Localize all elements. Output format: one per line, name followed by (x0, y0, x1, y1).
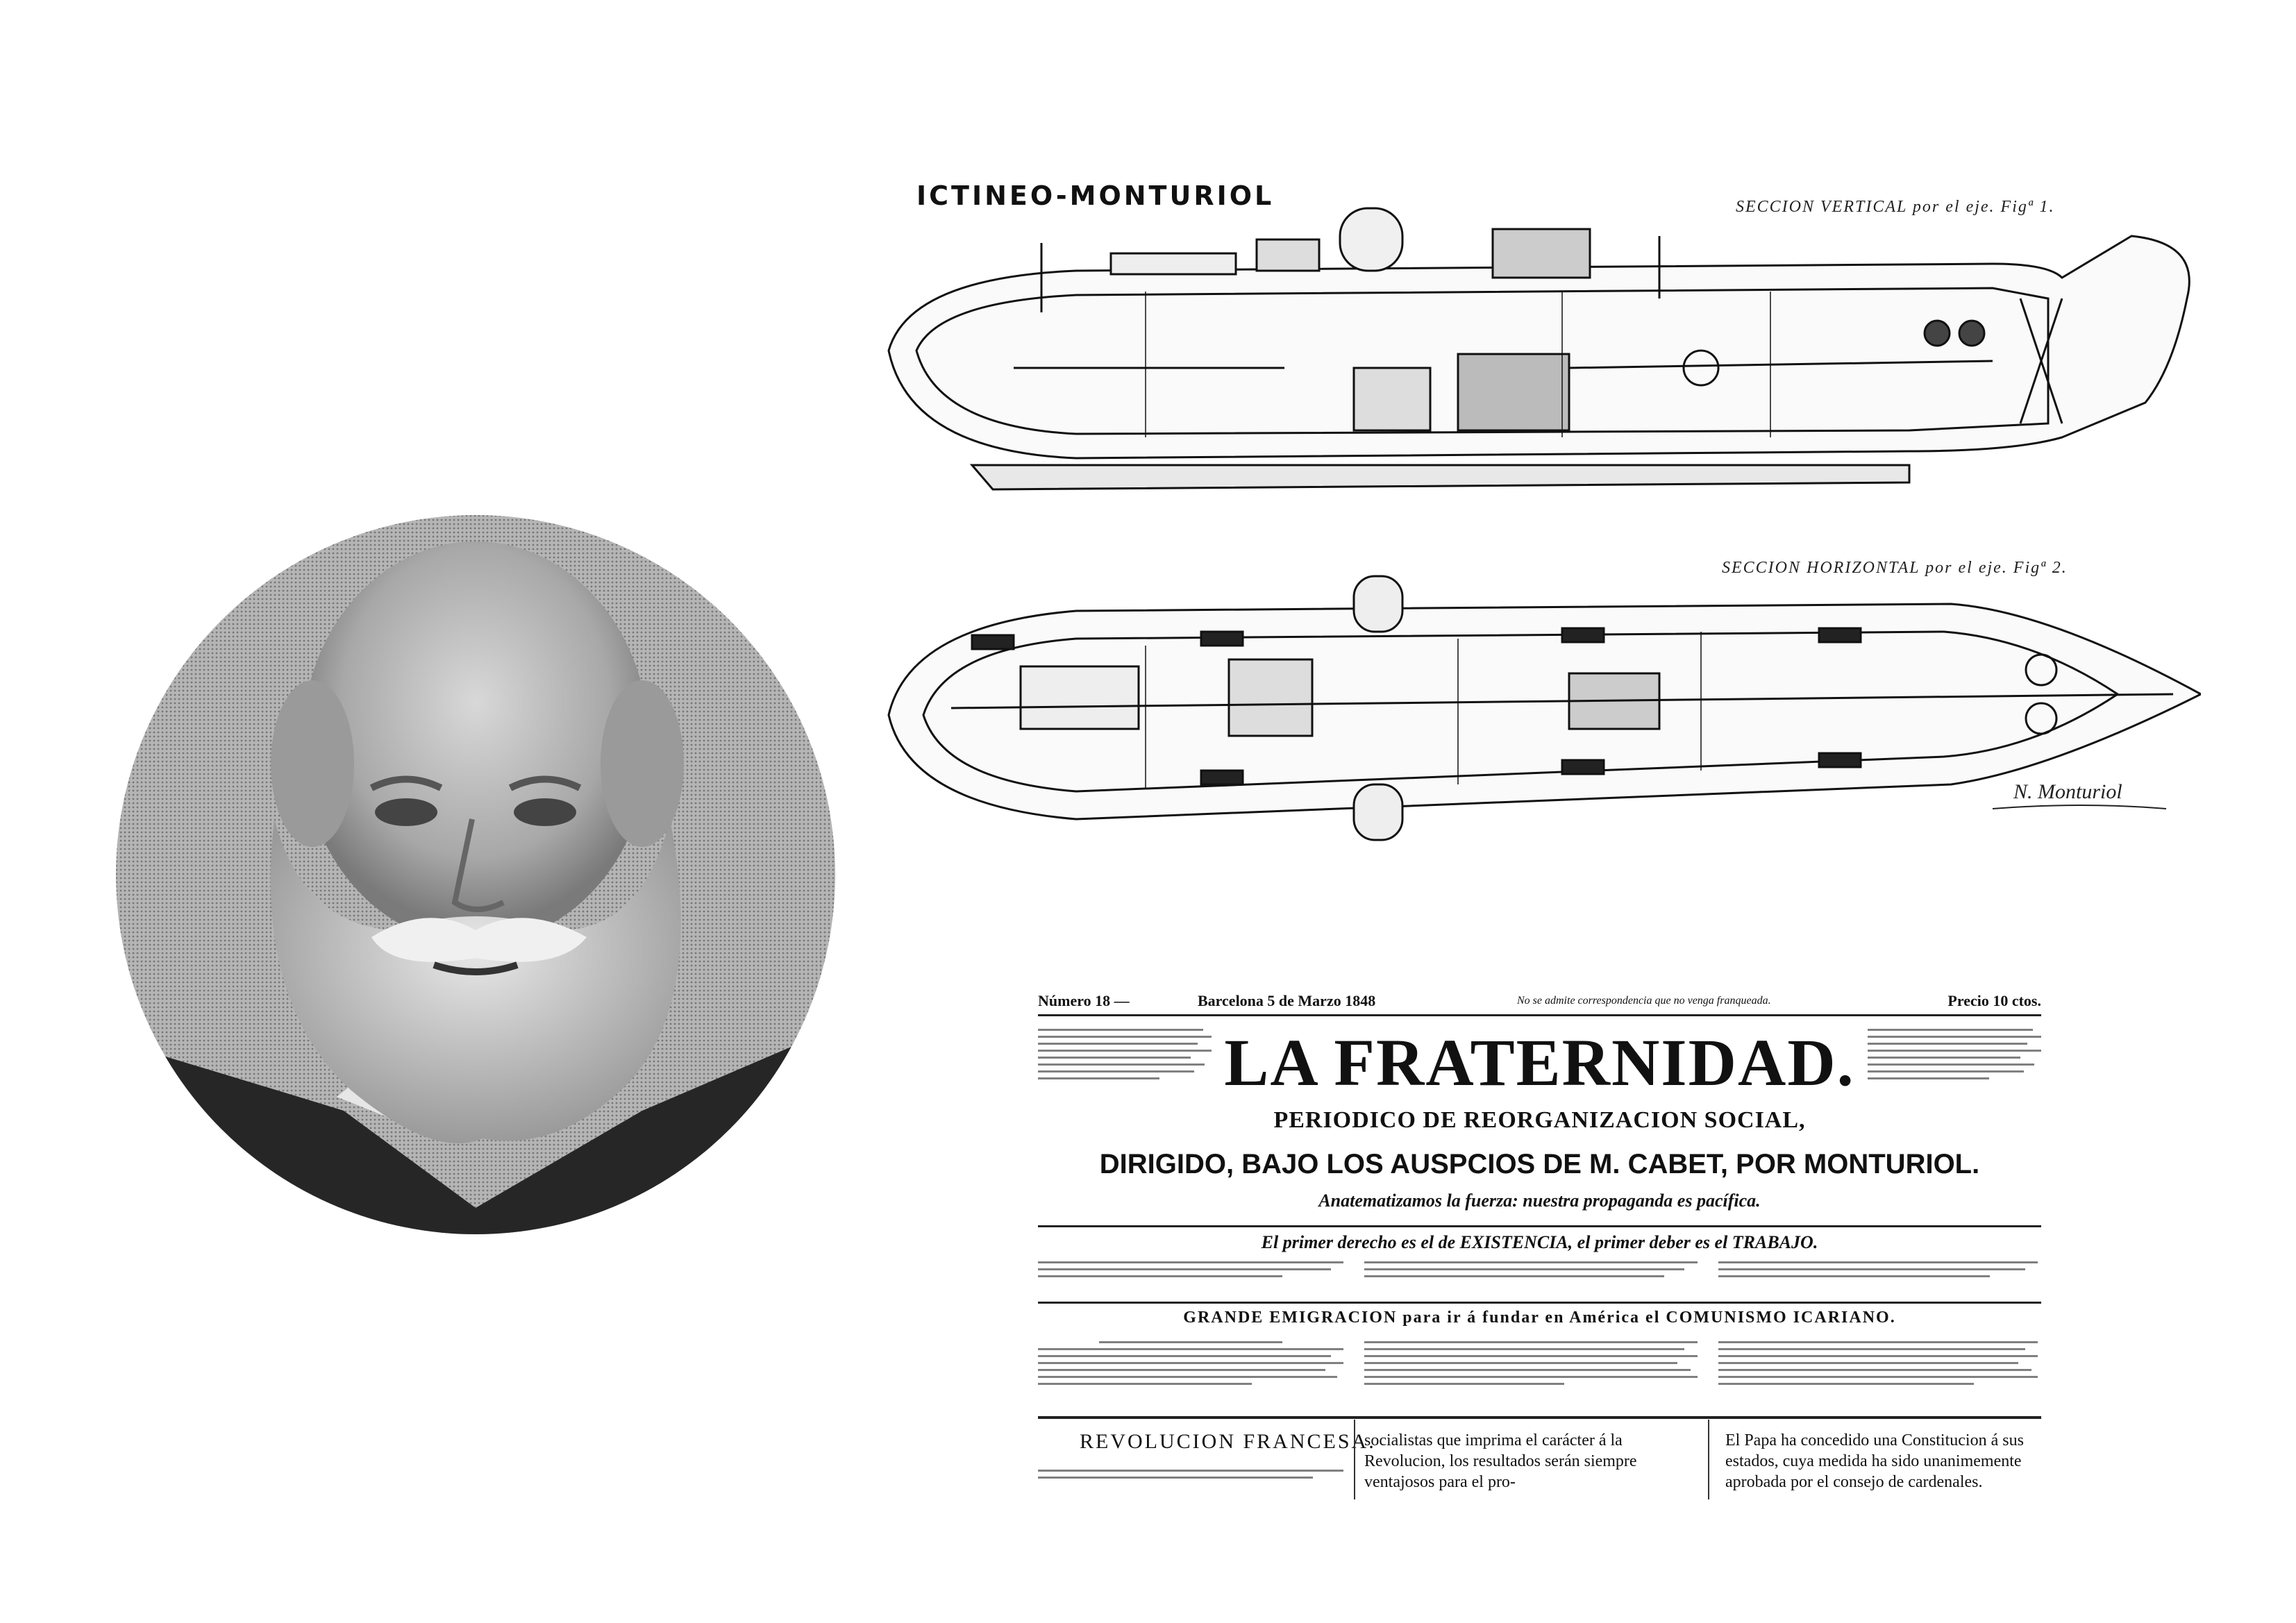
article-block-3 (1718, 1256, 2038, 1298)
article-block-6 (1718, 1336, 2038, 1413)
correspondence-notice: No se admite correspondencia que no veng… (1517, 995, 1771, 1007)
newspaper-director-line: DIRIGIDO, BAJO LOS AUSPCIOS DE M. CABET,… (1099, 1149, 1980, 1179)
submarine-blueprint: ICTINEO-MONTURIOL SECCION VERTICAL por e… (887, 180, 2201, 841)
vertical-section-drawing (887, 207, 2190, 491)
issue-number: Número 18 — (1038, 992, 1130, 1009)
newspaper-subtitle: PERIODICO DE REORGANIZACION SOCIAL, (1273, 1107, 1806, 1133)
horizontal-section-drawing (887, 575, 2201, 841)
column-title-revolucion: REVOLUCION FRANCESA. (1080, 1430, 1376, 1453)
article-block-5 (1364, 1336, 1698, 1413)
blueprint-title: ICTINEO-MONTURIOL (916, 180, 1274, 211)
place-date: Barcelona 5 de Marzo 1848 (1198, 992, 1376, 1009)
article-block-7 (1038, 1465, 1343, 1499)
article-block-1 (1038, 1256, 1343, 1298)
fig1-caption: SECCION VERTICAL por el eje. Figª 1. (1736, 198, 2055, 216)
subscription-info (1038, 1024, 1212, 1128)
blueprint-signature: N. Monturiol (2013, 780, 2122, 803)
column-text-middle: socialistas que imprima el carácter á la… (1364, 1431, 1637, 1491)
column-text-papa: El Papa ha concedido una Constitucion á … (1725, 1431, 2024, 1491)
newspaper-header: Número 18 — Barcelona 5 de Marzo 1848 No… (1038, 989, 2041, 1016)
article-block-4 (1038, 1336, 1343, 1413)
article-block-2 (1364, 1256, 1698, 1298)
newspaper-frontpage: Número 18 — Barcelona 5 de Marzo 1848 No… (1038, 982, 2041, 1499)
banner-emigration: GRANDE EMIGRACION para ir á fundar en Am… (1183, 1309, 1896, 1327)
banner-existence: El primer derecho es el de EXISTENCIA, e… (1261, 1232, 1818, 1252)
newspaper-masthead: LA FRATERNIDAD. (1224, 1025, 1855, 1100)
newspaper-motto: Anatematizamos la fuerza: nuestra propag… (1318, 1191, 1761, 1211)
price: Precio 10 ctos. (1947, 992, 2041, 1009)
editorial-notice (1868, 1024, 2041, 1128)
fig2-caption: SECCION HORIZONTAL por el eje. Figª 2. (1722, 559, 2068, 577)
portrait-photo (116, 515, 835, 1234)
